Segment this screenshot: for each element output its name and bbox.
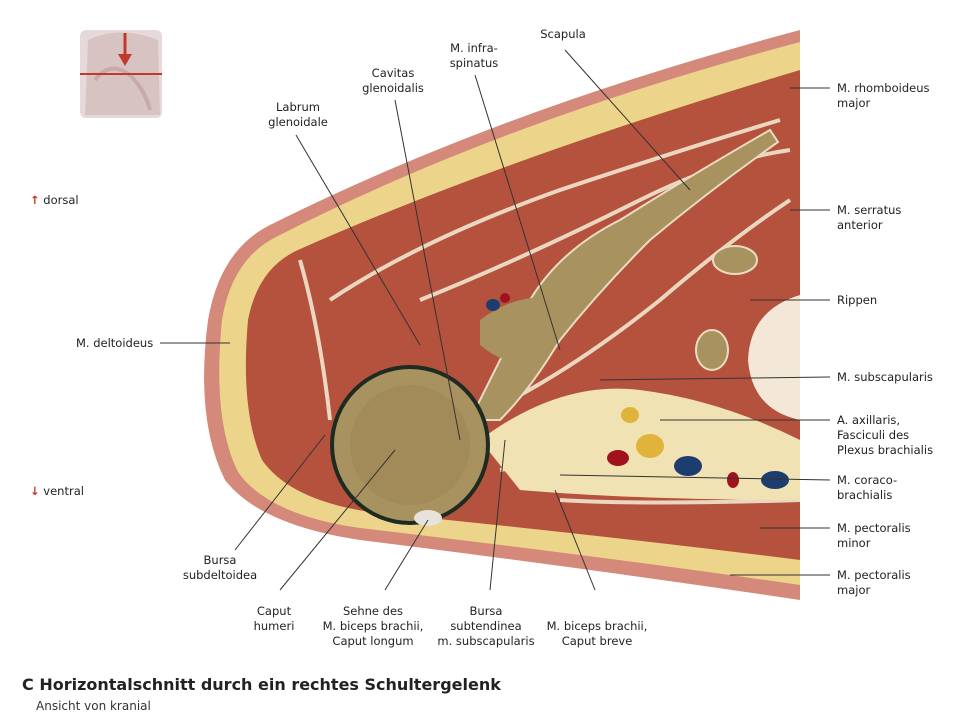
label-infraspinatus: M. infra-spinatus (449, 41, 499, 70)
label-coracobrachialis: M. coraco-brachialis (837, 473, 898, 502)
arrow-up-icon: ↑ (30, 193, 40, 207)
label-deltoideus: M. deltoideus (76, 336, 154, 350)
leader-lines (160, 49, 831, 591)
figure-title: C Horizontalschnitt durch ein rechtes Sc… (22, 675, 501, 694)
label-biceps-caput-breve: M. biceps brachii,Caput breve (546, 619, 648, 648)
figure-subtitle: Ansicht von kranial (36, 699, 151, 713)
locator-thumbnail (80, 30, 162, 118)
label-scapula: Scapula (540, 27, 586, 41)
label-rippen: Rippen (837, 293, 878, 307)
orientation-ventral: ↓ ventral (30, 484, 84, 498)
section-body (204, 30, 801, 600)
arrow-down-icon: ↓ (30, 484, 40, 498)
orientation-dorsal: ↑ dorsal (30, 193, 79, 207)
label-subscapularis: M. subscapularis (837, 370, 933, 384)
